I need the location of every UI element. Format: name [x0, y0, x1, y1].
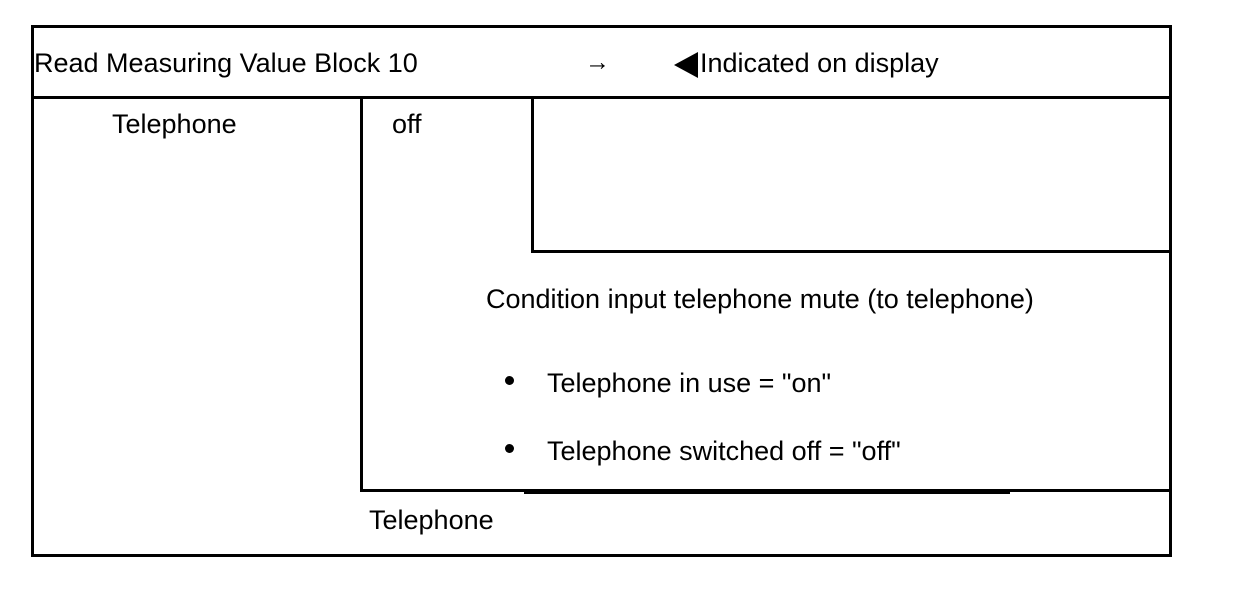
footer-row-top-divider-secondary: [524, 492, 1010, 494]
list-item: Telephone switched off = "off": [505, 436, 1105, 504]
condition-title: Condition input telephone mute (to telep…: [486, 284, 1034, 314]
row-label-telephone: Telephone: [112, 109, 237, 139]
table-outer-frame: [31, 25, 1172, 557]
footer-row-top-divider: [362, 489, 1172, 492]
condition-bullet-list: Telephone in use = "on" Telephone switch…: [505, 368, 1105, 504]
footer-label-telephone: Telephone: [369, 505, 494, 535]
bullet-dot-icon: [505, 444, 514, 453]
list-item: Telephone in use = "on": [505, 368, 1105, 436]
left-triangle-icon: [674, 52, 698, 78]
page-title: Read Measuring Value Block 10: [34, 48, 418, 78]
label-column-divider: [360, 97, 363, 492]
row-value-off: off: [392, 109, 422, 139]
indicated-on-display-label: Indicated on display: [700, 48, 939, 78]
bullet-dot-icon: [505, 376, 514, 385]
header-bottom-divider: [31, 96, 1172, 99]
list-item-label: Telephone in use = "on": [547, 368, 832, 398]
value-column-divider: [531, 97, 534, 253]
list-item-label: Telephone switched off = "off": [547, 436, 901, 466]
right-arrow-icon: →: [585, 48, 610, 76]
value-cell-bottom-divider: [533, 250, 1172, 253]
